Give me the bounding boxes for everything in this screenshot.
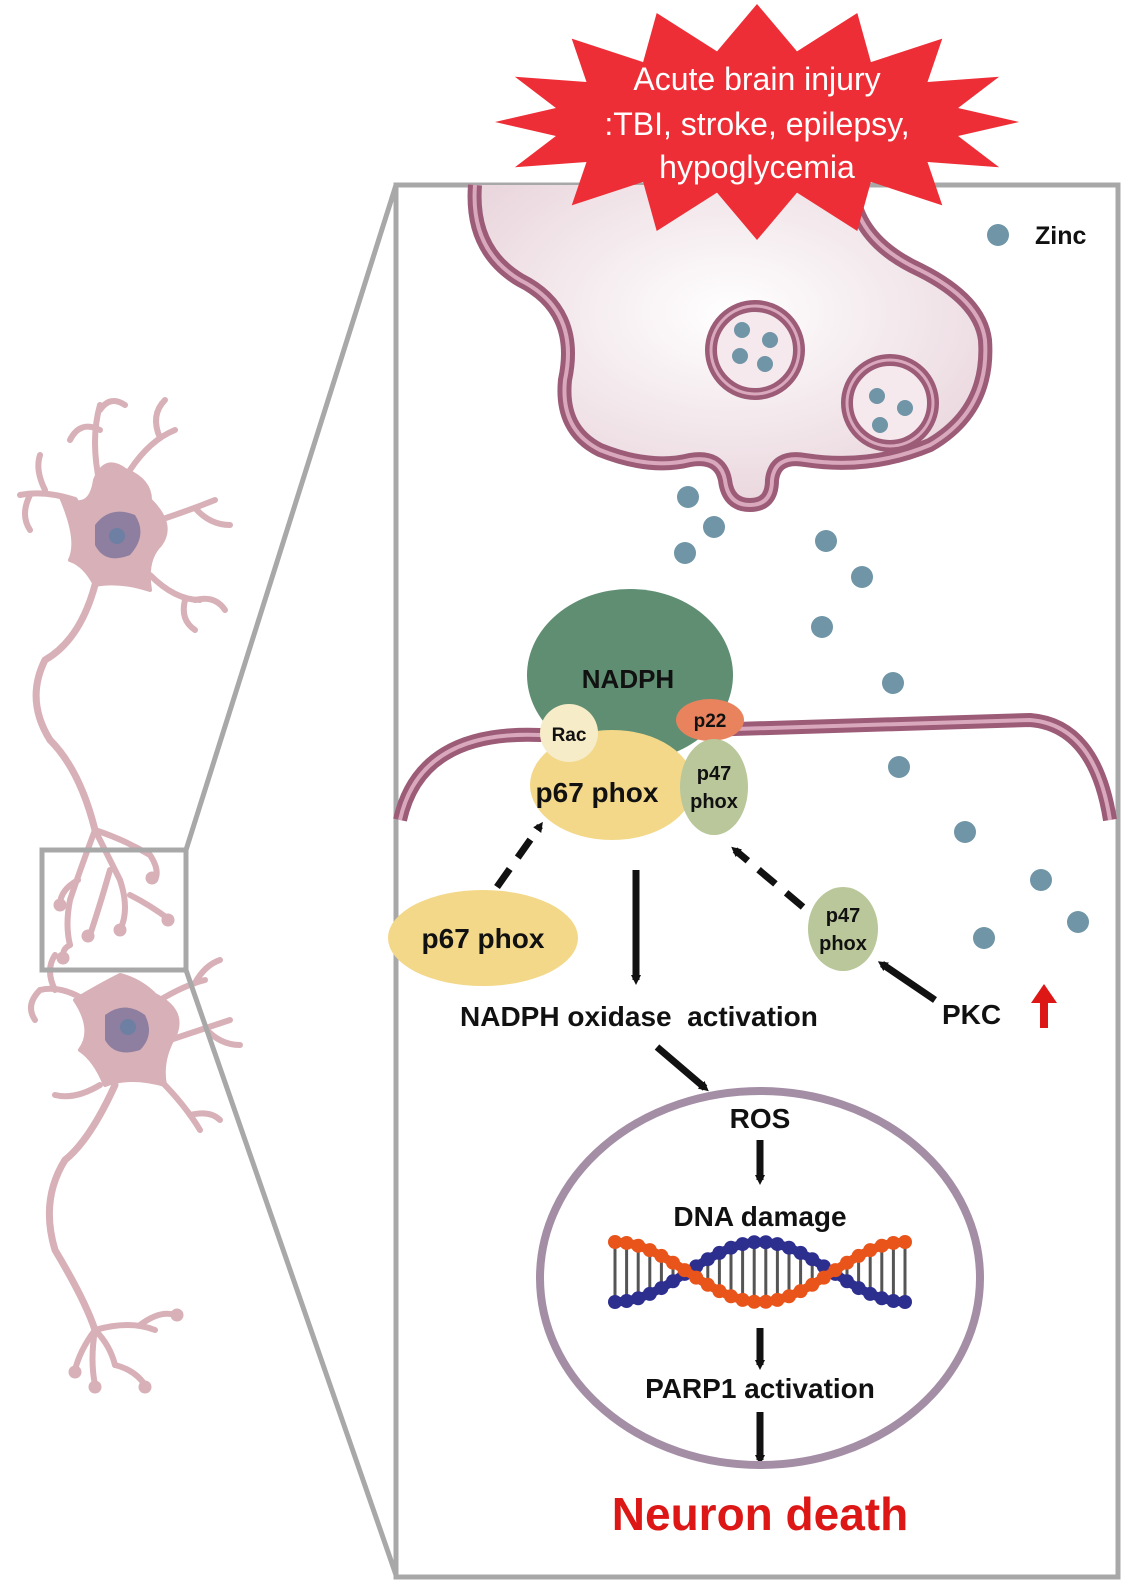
dna-strand-blue-bead <box>863 1286 878 1301</box>
vesicle-2 <box>841 354 939 452</box>
zoom-line-top <box>183 184 399 851</box>
postsynaptic-membrane <box>393 712 1117 822</box>
pathway-arrows <box>494 821 937 1465</box>
dna-strand-blue-bead <box>793 1245 808 1260</box>
dna-strand-blue-bead <box>816 1259 831 1274</box>
injury-line-1: Acute brain injury <box>633 61 880 97</box>
zoom-region-box <box>39 847 189 973</box>
dna-strand-orange-bead <box>851 1248 866 1263</box>
dna-strand-blue-bead <box>805 1252 820 1267</box>
dna-strand-blue-bead <box>747 1235 762 1250</box>
dna-strand-blue-bead <box>712 1245 727 1260</box>
p67-translocation-arrow <box>494 821 543 890</box>
dna-strand-blue-bead <box>770 1237 785 1252</box>
zinc-legend-label: Zinc <box>1035 222 1086 250</box>
pkc-increase-arrow-icon <box>1031 984 1057 1028</box>
pkc-label: PKC <box>942 999 1001 1030</box>
p67-phox-label: p67 phox <box>536 777 659 808</box>
dna-strand-orange-bead <box>654 1248 669 1263</box>
lower-axon <box>45 1081 119 1334</box>
dna-strand-orange-bead <box>828 1263 843 1278</box>
p47-translocation-arrow <box>731 846 806 910</box>
dna-strand-blue-bead <box>735 1237 750 1252</box>
cytosolic-p47-label-line2: phox <box>819 933 867 955</box>
dna-strand-blue-bead <box>782 1240 796 1255</box>
dna-strand-blue-bead <box>898 1295 912 1309</box>
dna-strand-orange-bead <box>793 1284 808 1299</box>
dna-strand-blue-bead <box>642 1286 657 1301</box>
rac-label: Rac <box>552 725 587 746</box>
nadph-oxidase-activation-label: NADPH oxidase activation <box>460 1001 818 1032</box>
dna-strand-blue-bead <box>874 1291 889 1306</box>
dna-strand-blue-bead <box>840 1274 854 1289</box>
dna-strand-orange-bead <box>898 1235 912 1249</box>
dna-strand-orange-bead <box>735 1292 750 1307</box>
dna-strand-orange-bead <box>700 1277 715 1292</box>
vesicle-1 <box>705 300 805 400</box>
nadph-label: NADPH <box>582 664 674 694</box>
dna-strand-blue-bead <box>851 1281 866 1296</box>
dna-strand-orange-bead <box>840 1255 854 1270</box>
dna-strand-blue-bead <box>631 1291 646 1306</box>
dna-strand-blue-bead <box>654 1281 669 1296</box>
released-zinc-particles <box>674 486 1089 949</box>
dna-strand-blue-bead <box>619 1294 634 1309</box>
dna-strand-orange-bead <box>608 1235 622 1249</box>
rac-subunit <box>540 704 598 762</box>
p47-label-line1: p47 <box>697 763 731 785</box>
upper-axon <box>32 581 99 834</box>
dna-strand-orange-bead <box>770 1292 785 1307</box>
dna-helix-icon <box>608 1235 912 1309</box>
ros-label: ROS <box>730 1103 791 1134</box>
p22-subunit <box>676 699 744 741</box>
dna-strand-orange-bead <box>805 1277 820 1292</box>
dna-damage-label: DNA damage <box>673 1201 846 1232</box>
dna-strand-blue-bead <box>758 1235 773 1250</box>
cytosolic-p67-phox <box>388 890 578 986</box>
dna-strand-blue-bead <box>689 1259 704 1274</box>
dna-strand-orange-bead <box>689 1270 704 1285</box>
dna-strand-orange-bead <box>874 1238 889 1253</box>
zinc-legend-dot <box>987 224 1009 246</box>
dna-strand-orange-bead <box>782 1289 796 1304</box>
p22-label: p22 <box>694 711 727 732</box>
parp1-activation-label: PARP1 activation <box>645 1373 875 1404</box>
injury-line-2: :TBI, stroke, epilepsy, <box>604 106 909 142</box>
dna-strand-orange-bead <box>712 1284 727 1299</box>
dna-strand-orange-bead <box>886 1235 901 1250</box>
nadph-oxidase-complex: NADPH p67 phox Rac p22 p47 phox <box>527 589 748 840</box>
dna-strand-orange-bead <box>863 1243 878 1258</box>
dna-strand-orange-bead <box>631 1238 646 1253</box>
p47-phox-subunit <box>680 739 748 835</box>
cytosolic-p47-label-line1: p47 <box>826 905 860 927</box>
dna-strand-orange-bead <box>677 1263 692 1278</box>
dna-strand-blue-bead <box>886 1294 901 1309</box>
neuron-death-label: Neuron death <box>612 1488 908 1540</box>
dna-strand-orange-bead <box>642 1243 657 1258</box>
dna-strand-blue-bead <box>666 1274 680 1289</box>
cytosolic-p47-phox <box>808 887 878 971</box>
neuron-illustration <box>17 397 243 1394</box>
acute-brain-injury-burst: Acute brain injury :TBI, stroke, epileps… <box>495 4 1019 240</box>
dna-strand-blue-bead <box>608 1295 622 1309</box>
dna-strand-orange-bead <box>724 1289 738 1304</box>
dna-strand-orange-bead <box>758 1294 773 1309</box>
pkc-to-p47-arrow <box>877 961 937 1003</box>
p47-label-line2: phox <box>690 791 738 813</box>
dna-strand-blue-bead <box>700 1252 715 1267</box>
dna-strand-orange-bead <box>747 1294 762 1309</box>
zoom-line-bottom <box>183 969 399 1576</box>
dna-strand-blue-bead <box>724 1240 738 1255</box>
nucleus <box>536 1087 984 1469</box>
injury-line-3: hypoglycemia <box>659 149 855 185</box>
cytosolic-p67-phox-label: p67 phox <box>422 923 545 954</box>
dna-strand-orange-bead <box>619 1235 634 1250</box>
dna-strand-orange-bead <box>816 1270 831 1285</box>
dna-strand-orange-bead <box>666 1255 680 1270</box>
activation-to-ros-arrow <box>654 1044 709 1092</box>
